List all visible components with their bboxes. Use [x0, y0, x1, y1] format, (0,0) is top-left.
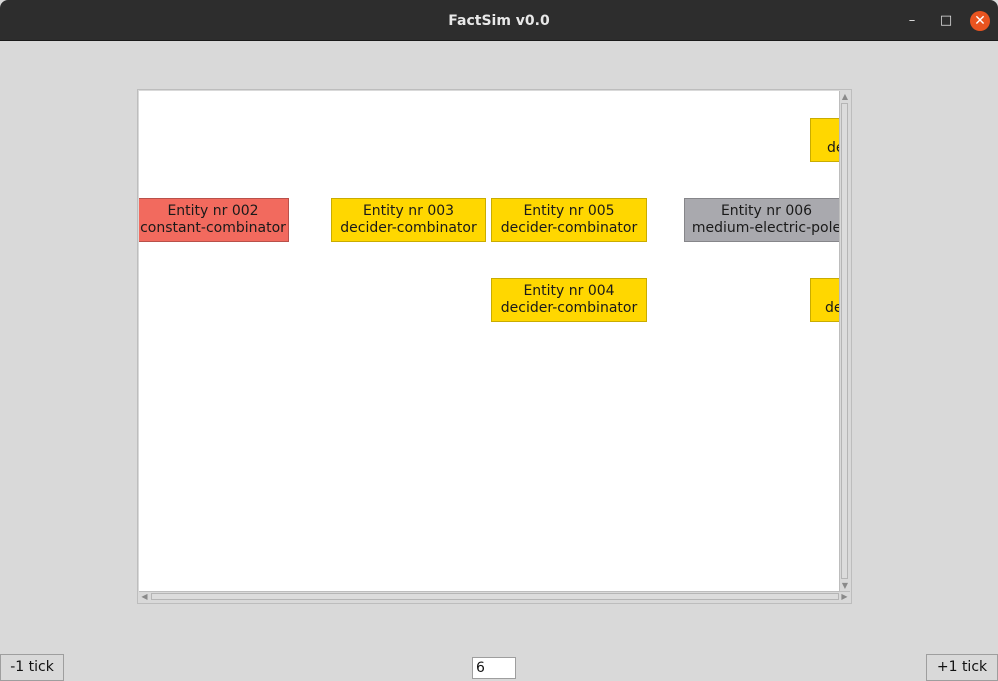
- entity-partial-top[interactable]: de: [810, 118, 839, 162]
- entity-title: Entity nr 003: [362, 203, 455, 219]
- minimize-icon[interactable]: –: [908, 13, 916, 28]
- entity-canvas[interactable]: Entity nr 002 constant-combinator Entity…: [139, 91, 839, 591]
- entity-title: Entity nr 004: [523, 283, 615, 299]
- entity-003[interactable]: Entity nr 003 decider-combinator: [331, 198, 486, 242]
- horizontal-scroll-thumb[interactable]: [151, 593, 839, 600]
- entity-type: de: [827, 140, 839, 156]
- entity-title: Entity nr 005: [523, 203, 615, 219]
- arrow-right-icon[interactable]: ▶: [841, 592, 848, 601]
- maximize-icon[interactable]: □: [939, 13, 953, 28]
- entity-006[interactable]: Entity nr 006 medium-electric-pole: [684, 198, 839, 242]
- vertical-scrollbar[interactable]: ▲ ▼: [839, 91, 850, 591]
- entity-title: [827, 123, 839, 140]
- entity-005[interactable]: Entity nr 005 decider-combinator: [491, 198, 647, 242]
- entity-type: constant-combinator: [140, 220, 286, 236]
- entity-title: [825, 283, 839, 300]
- entity-title: Entity nr 006: [720, 203, 813, 219]
- entity-type: de: [825, 300, 839, 316]
- horizontal-scrollbar[interactable]: ◀ ▶: [139, 591, 850, 602]
- entity-type: decider-combinator: [500, 300, 638, 316]
- arrow-left-icon[interactable]: ◀: [141, 592, 148, 601]
- vertical-scroll-thumb[interactable]: [841, 103, 848, 579]
- entity-type: decider-combinator: [500, 220, 638, 236]
- prev-tick-button[interactable]: -1 tick: [0, 654, 64, 681]
- arrow-up-icon[interactable]: ▲: [841, 92, 849, 101]
- title-bar: FactSim v0.0 – □ ✕: [0, 0, 998, 41]
- entity-004[interactable]: Entity nr 004 decider-combinator: [491, 278, 647, 322]
- tick-input[interactable]: [472, 657, 516, 679]
- entity-type: decider-combinator: [340, 220, 477, 236]
- close-icon[interactable]: ✕: [970, 11, 990, 31]
- next-tick-button[interactable]: +1 tick: [926, 654, 998, 681]
- entity-type: medium-electric-pole: [691, 220, 839, 236]
- entity-partial-bottom[interactable]: de: [810, 278, 839, 322]
- arrow-down-icon[interactable]: ▼: [841, 581, 849, 590]
- entity-title: Entity nr 002: [167, 203, 259, 219]
- window-title: FactSim v0.0: [448, 13, 550, 29]
- entity-002[interactable]: Entity nr 002 constant-combinator: [139, 198, 289, 242]
- canvas-frame: Entity nr 002 constant-combinator Entity…: [137, 89, 852, 604]
